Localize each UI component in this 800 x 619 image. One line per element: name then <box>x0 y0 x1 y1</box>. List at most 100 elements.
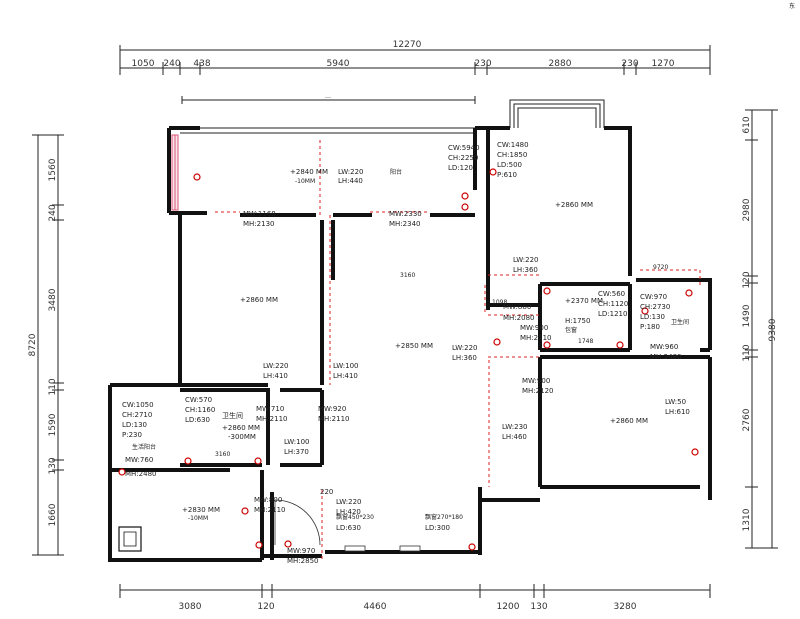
entrance-window-1: 飘窗450*230 <box>336 513 374 521</box>
living-labels: MW:2330 MH:2340 3160 +2850 MM LW:220 LH:… <box>263 210 478 380</box>
entry-height: +2830 MM <box>182 506 220 514</box>
closet-lw: LW:100 <box>284 438 310 446</box>
dim-right-5: 110 <box>742 344 752 361</box>
entrance-ld2: LD:300 <box>425 524 450 532</box>
inner-dim-2: 9720 <box>653 264 668 271</box>
hall-mh2: MH:2480 <box>650 353 681 361</box>
bath-drop: -300MM <box>228 433 256 441</box>
balcony-lw: LW:220 <box>338 168 364 176</box>
dim-right-6: 2760 <box>742 408 752 431</box>
dim-top-7: 230 <box>621 59 638 69</box>
small-bath-ch: CH:2730 <box>640 303 670 311</box>
kitchen-note: 包窗 <box>565 326 577 334</box>
entrance-mw: MW:970 <box>287 547 315 555</box>
laundry-mw: MW:760 <box>125 456 153 464</box>
bedroom-se-mw: MW:900 <box>522 377 550 385</box>
entrance-mh: MH:2850 <box>287 557 318 565</box>
dim-left-4: 110 <box>48 378 58 395</box>
dim-bottom-1: 3080 <box>179 602 202 612</box>
balcony-labels: +2840 MM -10MM LW:220 LH:440 阳台 CW:5940 … <box>290 144 480 185</box>
dim-top-total: 12270 <box>393 40 422 50</box>
dim-right-4: 1490 <box>742 304 752 327</box>
bedroom-w-height: +2860 MM <box>240 296 278 304</box>
bedroom-ne-cw: CW:1480 <box>497 141 529 149</box>
laundry-title: 生活阳台 <box>132 443 156 451</box>
bedroom-se-lw: LW:230 <box>502 423 528 431</box>
kitchen-ld: LD:1210 <box>598 310 627 318</box>
hall-door-labels: MW:900 MH:2110 MW:960 MH:2480 1098 <box>492 299 681 361</box>
dim-right-7: 1310 <box>742 508 752 531</box>
dim-left-3: 3480 <box>48 288 58 311</box>
laundry-mh: MH:2480 <box>125 470 156 478</box>
entry-drop: -10MM <box>188 515 208 522</box>
entrance-lw: LW:220 <box>336 498 362 506</box>
bath-main-labels: CW:570 CH:1160 LD:630 卫生间 +2860 MM -300M… <box>185 396 287 458</box>
dim-left-total: 8720 <box>28 333 38 356</box>
bedroom-se-lh2: LH:610 <box>665 408 690 416</box>
closet-lh: LH:370 <box>284 448 309 456</box>
kitchen-height: +2370 MM <box>565 297 603 305</box>
dim-bottom-3: 4460 <box>364 602 387 612</box>
living-height: +2850 MM <box>395 342 433 350</box>
bay-window <box>509 99 605 128</box>
bath-cw: CW:570 <box>185 396 212 404</box>
kitchen-labels: LW:220 LH:360 MW:880 MH:2080 +2370 MM H:… <box>503 256 668 345</box>
laundry-ld: LD:130 <box>122 421 147 429</box>
kitchen-cw: CW:560 <box>598 290 625 298</box>
corner-mark: 东 <box>789 2 795 10</box>
inner-dim-kitchen: 1748 <box>578 338 593 345</box>
dim-left-1: 1560 <box>48 158 58 181</box>
left-dimension-chain: 8720 1560 240 3480 110 1590 130 1660 <box>28 134 64 556</box>
plan-label: … <box>325 93 331 100</box>
kitchen-mh: MH:2080 <box>503 314 534 322</box>
small-bath-ld: LD:130 <box>640 313 665 321</box>
dim-top-5: 230 <box>474 59 491 69</box>
living-lh2: LH:410 <box>333 372 358 380</box>
balcony-ch: CH:2250 <box>448 154 478 162</box>
bedroom-ne-height: +2860 MM <box>555 201 593 209</box>
kitchen-window-h: H:1750 <box>565 317 590 325</box>
bath-height: +2860 MM <box>222 424 260 432</box>
entrance-labels: MW:970 MH:2850 LW:220 LH:420 飘窗450*230 L… <box>287 488 463 565</box>
dim-top-1: 1050 <box>132 59 155 69</box>
laundry-ch: CH:2710 <box>122 411 152 419</box>
balcony-side-wall <box>171 134 179 211</box>
bedroom-se-mh: MH:2120 <box>522 387 553 395</box>
right-dimension-chain: 610 2980 120 1490 110 2760 1310 9380 <box>742 109 778 549</box>
dim-bottom-4: 1200 <box>497 602 520 612</box>
dim-top-4: 5940 <box>327 59 350 69</box>
bottom-dimension-chain: 3080 120 4460 1200 130 3280 <box>119 584 711 612</box>
balcony-height: +2840 MM <box>290 168 328 176</box>
dim-bottom-2: 120 <box>257 602 274 612</box>
balcony-ld: LD:120 <box>448 164 473 172</box>
closet-mw: MW:920 <box>318 405 346 413</box>
dim-left-2: 240 <box>48 204 58 221</box>
bedroom-ne-labels: CW:1480 CH:1850 LD:500 P:610 +2860 MM <box>497 141 593 209</box>
entry-room-labels: +2830 MM -10MM MW:800 MH:2110 <box>182 496 285 522</box>
bedroom-ne-ld: LD:500 <box>497 161 522 169</box>
closet-mh: MH:2110 <box>318 415 349 423</box>
dim-right-total: 9380 <box>768 318 778 341</box>
bedroom-se-lw2: LW:50 <box>665 398 686 406</box>
centerlines <box>215 140 701 560</box>
bedroom-ne-ch: CH:1850 <box>497 151 527 159</box>
laundry-labels: CW:1050 CH:2710 LD:130 P:230 生活阳台 MW:760… <box>122 401 156 478</box>
bedroom-ne-p: P:610 <box>497 171 517 179</box>
top-dimension-chain: 12270 1050 240 438 5940 230 2880 230 127… <box>119 40 711 75</box>
living-mw: MW:2330 <box>389 210 422 218</box>
hall-mw: MW:900 <box>520 324 548 332</box>
dim-top-3: 438 <box>193 59 210 69</box>
balcony-cw: CW:5940 <box>448 144 480 152</box>
bath-mw: MW:710 <box>256 405 284 413</box>
small-bath-labels: CW:970 CH:2730 LD:130 P:180 卫生间 <box>640 293 689 331</box>
kitchen-ch: CH:1120 <box>598 300 628 308</box>
dim-bottom-5: 130 <box>530 602 547 612</box>
closet-labels: MW:920 MH:2110 LW:100 LH:370 <box>284 405 349 456</box>
bath-ld: LD:630 <box>185 416 210 424</box>
bath-mh: MH:2110 <box>256 415 287 423</box>
dim-right-3: 120 <box>742 271 752 288</box>
dim-right-1: 610 <box>742 116 752 133</box>
dim-bottom-6: 3280 <box>614 602 637 612</box>
walls <box>108 126 712 562</box>
